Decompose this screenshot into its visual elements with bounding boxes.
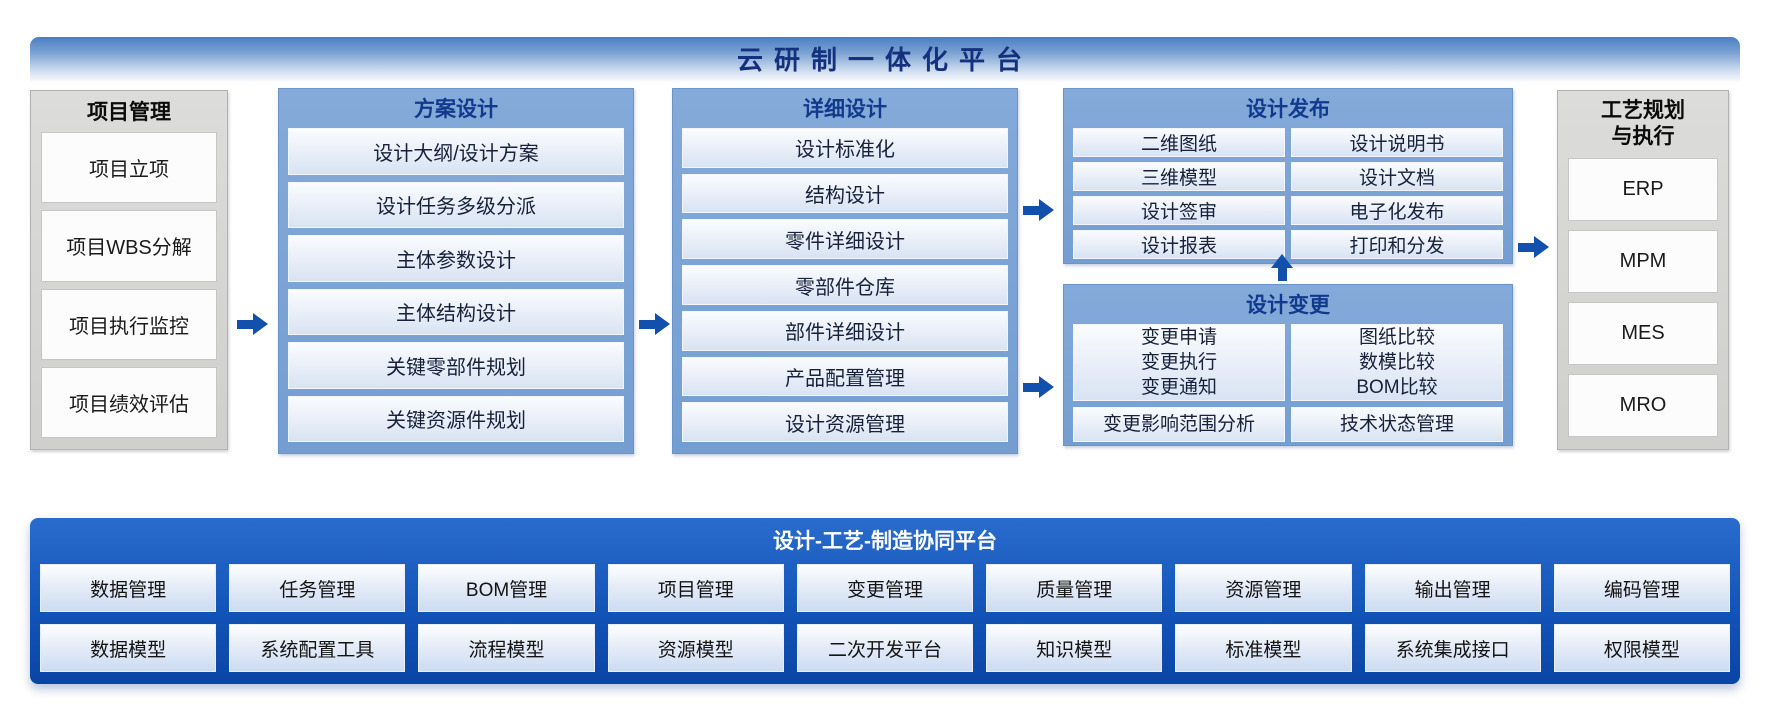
panel-scheme-title: 方案设计 [414, 98, 498, 121]
platform-module: 资源模型 [607, 624, 784, 672]
platform-module: 变更管理 [796, 564, 974, 612]
platform-module: BOM管理 [418, 564, 595, 612]
panel-scheme-design: 方案设计 设计大纲/设计方案 设计任务多级分派 主体参数设计 主体结构设计 关键… [278, 88, 634, 454]
detail-item: 部件详细设计 [682, 310, 1008, 351]
arrow-up-icon [1271, 254, 1294, 281]
panel-process-items: ERP MPM MES MRO [1558, 155, 1728, 450]
scheme-item: 设计任务多级分派 [288, 181, 624, 228]
release-item: 设计说明书 [1291, 128, 1503, 157]
change-line-wrap: 图纸比较 数模比较 BOM比较 [1356, 325, 1437, 400]
release-item: 设计报表 [1073, 230, 1285, 259]
platform-title: 设计-工艺-制造协同平台 [773, 530, 997, 553]
platform-module: 质量管理 [986, 564, 1163, 612]
panel-project-title: 项目管理 [87, 101, 171, 124]
platform-module: 流程模型 [418, 624, 595, 672]
arrow-right-icon [1023, 199, 1054, 222]
panel-project-management: 项目管理 项目立项 项目WBS分解 项目执行监控 项目绩效评估 [30, 90, 228, 450]
detail-item: 产品配置管理 [682, 356, 1008, 397]
scheme-item: 关键零部件规划 [288, 342, 624, 389]
panel-process-title-line1: 工艺规划 [1601, 99, 1685, 122]
platform-module: 二次开发平台 [796, 624, 974, 672]
platform-module: 标准模型 [1175, 624, 1352, 672]
banner: 云研制一体化平台 [30, 37, 1740, 83]
panel-project-items: 项目立项 项目WBS分解 项目执行监控 项目绩效评估 [31, 130, 227, 449]
change-item: 技术状态管理 [1291, 407, 1503, 443]
detail-item: 设计标准化 [682, 128, 1008, 168]
platform-module: 项目管理 [607, 564, 784, 612]
scheme-item: 关键资源件规划 [288, 395, 624, 442]
panel-release-title: 设计发布 [1246, 98, 1330, 121]
release-item: 设计文档 [1291, 162, 1503, 191]
arrow-right-icon [639, 313, 670, 336]
arrow-right-icon [237, 313, 268, 336]
release-item: 二维图纸 [1073, 128, 1285, 157]
detail-item: 结构设计 [682, 173, 1008, 214]
scheme-item: 主体参数设计 [288, 235, 624, 282]
scheme-item: 设计大纲/设计方案 [288, 128, 624, 175]
panel-detail-items: 设计标准化 结构设计 零件详细设计 零部件仓库 部件详细设计 产品配置管理 设计… [673, 126, 1017, 453]
panel-detail-title: 详细设计 [803, 98, 887, 121]
panel-detailed-design: 详细设计 设计标准化 结构设计 零件详细设计 零部件仓库 部件详细设计 产品配置… [672, 88, 1018, 454]
platform-module: 系统配置工具 [229, 624, 406, 672]
panel-scheme-items: 设计大纲/设计方案 设计任务多级分派 主体参数设计 主体结构设计 关键零部件规划… [279, 126, 633, 453]
platform-module: 数据管理 [40, 564, 217, 612]
panel-change-title: 设计变更 [1246, 294, 1330, 317]
process-item: MRO [1568, 373, 1718, 437]
project-item: 项目立项 [41, 132, 217, 204]
change-line-wrap: 变更申请 变更执行 变更通知 [1141, 325, 1217, 400]
platform-module: 任务管理 [229, 564, 406, 612]
change-line: 数模比较 [1358, 352, 1435, 374]
arrow-right-icon [1518, 236, 1549, 259]
panel-design-release: 设计发布 二维图纸 设计说明书 三维模型 设计文档 设计签审 电子化发布 设计报… [1063, 88, 1513, 264]
change-line: BOM比较 [1356, 377, 1438, 399]
platform-module: 知识模型 [986, 624, 1163, 672]
detail-item: 零部件仓库 [682, 265, 1008, 305]
change-line: 变更通知 [1140, 377, 1217, 399]
project-item: 项目执行监控 [41, 288, 217, 360]
change-line: 图纸比较 [1358, 327, 1435, 348]
change-item-group: 图纸比较 数模比较 BOM比较 [1291, 324, 1503, 402]
process-item: MPM [1568, 229, 1718, 293]
panel-process-planning: 工艺规划 与执行 ERP MPM MES MRO [1557, 90, 1729, 450]
panel-change-grid: 变更申请 变更执行 变更通知 图纸比较 数模比较 BOM比较 变更影响范围分析 … [1064, 322, 1512, 452]
page-title: 云研制一体化平台 [736, 45, 1033, 75]
project-item: 项目绩效评估 [41, 366, 217, 438]
change-item-group: 变更申请 变更执行 变更通知 [1073, 324, 1285, 402]
release-item: 设计签审 [1073, 196, 1285, 225]
change-line: 变更执行 [1140, 352, 1217, 374]
release-item: 三维模型 [1073, 162, 1285, 191]
detail-item: 设计资源管理 [682, 402, 1008, 443]
platform-module: 编码管理 [1553, 564, 1730, 612]
platform-module: 系统集成接口 [1364, 624, 1541, 672]
panel-release-grid: 二维图纸 设计说明书 三维模型 设计文档 设计签审 电子化发布 设计报表 打印和… [1064, 126, 1512, 269]
arrow-right-icon [1023, 376, 1054, 399]
platform-grid: 数据管理 任务管理 BOM管理 项目管理 变更管理 质量管理 资源管理 输出管理… [30, 564, 1740, 684]
change-line: 变更申请 [1140, 327, 1217, 348]
change-item: 变更影响范围分析 [1073, 407, 1285, 443]
platform-module: 权限模型 [1553, 624, 1730, 672]
collaboration-platform: 设计-工艺-制造协同平台 数据管理 任务管理 BOM管理 项目管理 变更管理 质… [30, 518, 1740, 684]
release-item: 电子化发布 [1291, 196, 1503, 225]
process-item: MES [1568, 301, 1718, 365]
platform-module: 资源管理 [1175, 564, 1352, 612]
panel-design-change: 设计变更 变更申请 变更执行 变更通知 图纸比较 数模比较 BOM比较 变更影响… [1063, 284, 1513, 446]
platform-module: 输出管理 [1364, 564, 1541, 612]
process-item: ERP [1568, 157, 1718, 221]
platform-module: 数据模型 [40, 624, 217, 672]
release-item: 打印和分发 [1291, 230, 1503, 259]
detail-item: 零件详细设计 [682, 219, 1008, 260]
panel-process-title-line2: 与执行 [1611, 125, 1675, 149]
panel-process-title: 工艺规划 与执行 [1558, 91, 1728, 155]
scheme-item: 主体结构设计 [288, 288, 624, 335]
project-item: 项目WBS分解 [41, 210, 217, 282]
